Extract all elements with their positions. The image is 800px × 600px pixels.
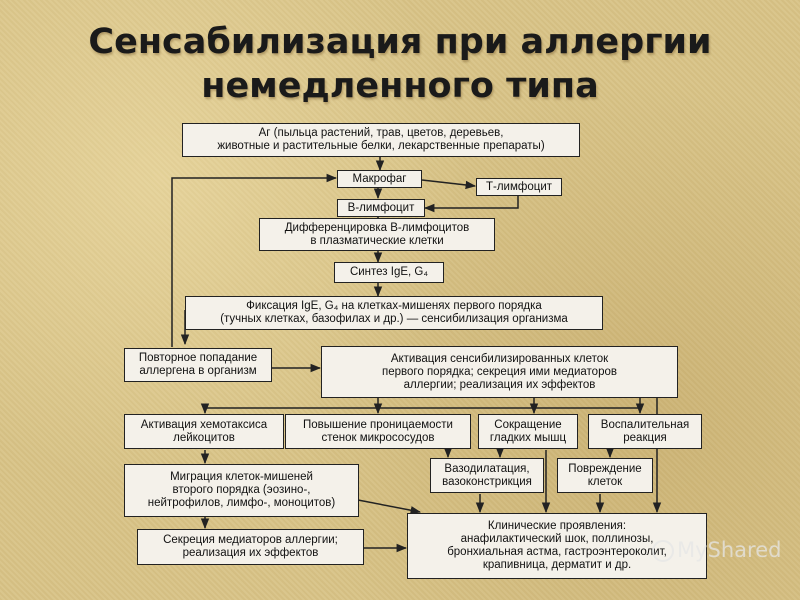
node-t-lymphocyte: Т-лимфоцит <box>476 178 562 196</box>
watermark-logo-icon <box>652 540 674 562</box>
node-inflammatory: Воспалительная реакция <box>588 414 702 449</box>
node-secretion: Секреция медиаторов аллергии; реализация… <box>137 529 364 565</box>
node-b-lymphocyte: В-лимфоцит <box>337 199 425 217</box>
node-synthesis: Синтез IgE, G₄ <box>334 262 444 283</box>
node-permeability: Повышение проницаемости стенок микрососу… <box>285 414 471 449</box>
node-smooth-muscle: Сокращение гладких мышц <box>478 414 578 449</box>
node-clinical: Клинические проявления: анафилактический… <box>407 513 707 579</box>
slide-title: Сенсабилизация при аллергии немедленного… <box>0 20 800 108</box>
node-differentiation: Дифференцировка В-лимфоцитов в плазматич… <box>259 218 495 251</box>
arrow-repeat-to-macrophage <box>171 173 338 347</box>
watermark-text: MyShared <box>677 538 782 562</box>
node-vaso: Вазодилатация, вазоконстрикция <box>430 458 544 493</box>
node-macrophage: Макрофаг <box>337 170 422 188</box>
arrow-macrophage-to-t <box>421 179 477 190</box>
node-migration: Миграция клеток-мишеней второго порядка … <box>124 464 359 517</box>
title-line-2: немедленного типа <box>201 66 599 106</box>
arrow-migration-to-clinical <box>357 499 422 515</box>
node-chemotaxis: Активация хемотаксиса лейкоцитов <box>124 414 284 449</box>
node-activation: Активация сенсибилизированных клеток пер… <box>321 346 678 398</box>
watermark: MyShared <box>652 538 781 562</box>
title-line-1: Сенсабилизация при аллергии <box>88 22 712 62</box>
node-cell-damage: Повреждение клеток <box>557 458 653 493</box>
node-antigen: Аг (пыльца растений, трав, цветов, дерев… <box>182 123 580 157</box>
node-repeat-exposure: Повторное попадание аллергена в организм <box>124 348 272 382</box>
arrow-t-to-b <box>423 195 519 213</box>
node-fixation: Фиксация IgE, G₄ на клетках-мишенях перв… <box>185 296 603 330</box>
